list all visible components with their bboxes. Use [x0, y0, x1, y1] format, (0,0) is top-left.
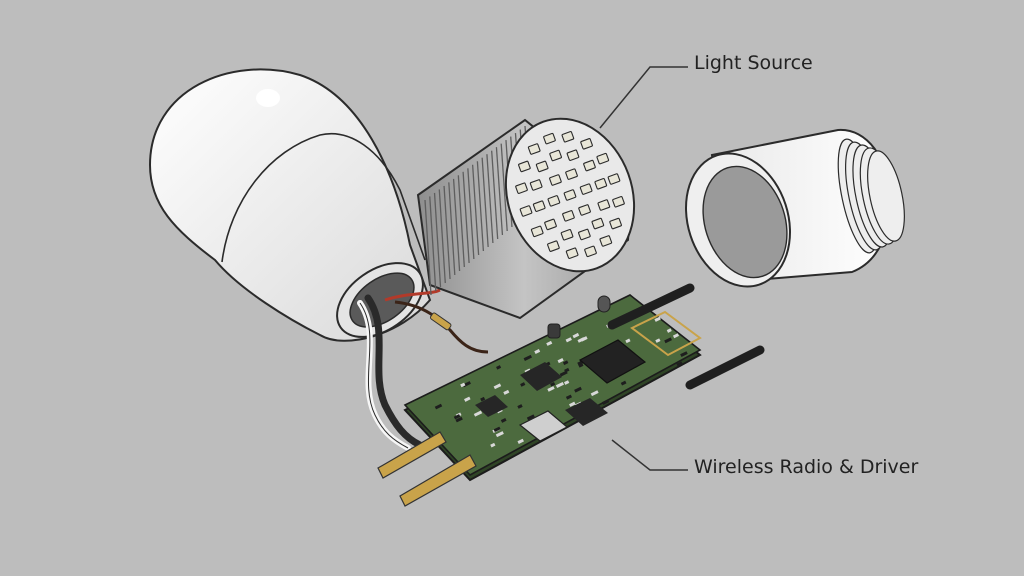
gold-pins [377, 431, 477, 507]
leader-line-radio-driver [611, 439, 688, 471]
pcb-trace-antenna [630, 310, 702, 357]
bulb-globe-icon [148, 68, 432, 342]
screw-base-icon [685, 128, 905, 288]
leader-line-light-source [599, 66, 688, 129]
antenna-icon [607, 283, 765, 390]
callout-light-source: Light Source [694, 52, 813, 74]
callout-radio-driver: Wireless Radio & Driver [694, 456, 919, 478]
wire-bundle [357, 288, 489, 451]
pcb-board [377, 283, 765, 507]
led-array-icon [504, 117, 636, 273]
chip-icon [475, 339, 647, 442]
pcb-capacitors [547, 295, 611, 339]
